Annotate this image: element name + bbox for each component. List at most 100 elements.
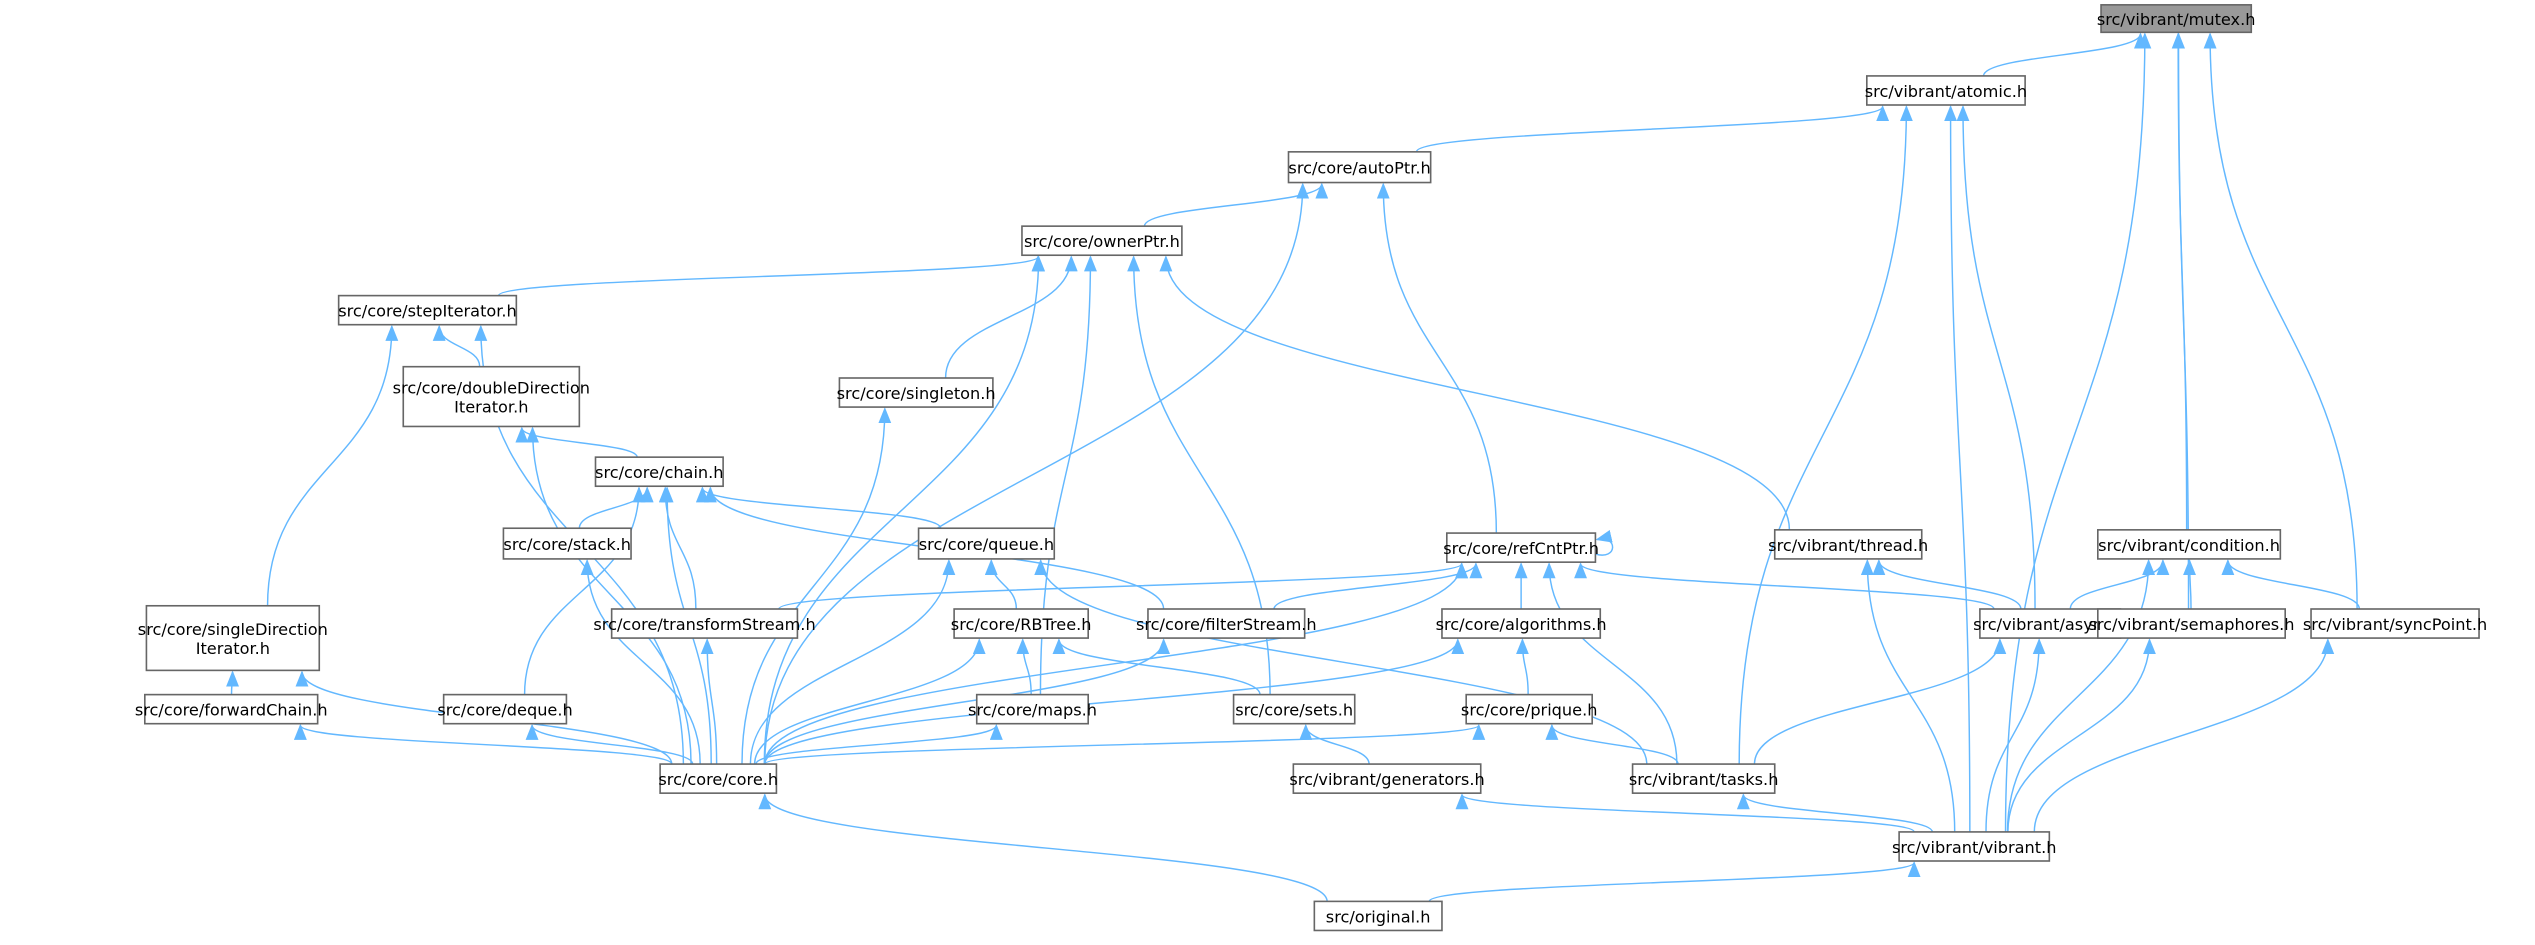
edge-syncPoint-to-mutex xyxy=(2203,32,2358,610)
node-label: src/core/transformStream.h xyxy=(593,615,815,634)
edge-syncPoint-to-condition xyxy=(2221,558,2361,610)
edge-original-to-vibrant xyxy=(1428,861,1921,903)
node-box xyxy=(917,527,1056,560)
node-box xyxy=(1232,693,1356,725)
node-label: src/core/singleDirection xyxy=(138,620,328,639)
node-singleton[interactable]: src/core/singleton.h xyxy=(837,377,996,408)
edge-vibrant-to-mutex xyxy=(2004,32,2152,832)
node-box xyxy=(337,294,518,326)
node-autoPtr[interactable]: src/core/autoPtr.h xyxy=(1287,151,1432,184)
edge-core-to-forwardChain xyxy=(294,723,673,765)
node-box xyxy=(1313,900,1443,932)
node-condition[interactable]: src/vibrant/condition.h xyxy=(2097,529,2282,560)
edge-deque-to-chain xyxy=(523,486,646,695)
node-thread[interactable]: src/vibrant/thread.h xyxy=(1768,529,1928,560)
node-deque[interactable]: src/core/deque.h xyxy=(437,693,573,725)
node-label: src/vibrant/semaphores.h xyxy=(2088,615,2294,634)
edge-sets-to-RBTree xyxy=(1052,638,1261,695)
node-box xyxy=(1441,608,1602,639)
node-semaphores[interactable]: src/vibrant/semaphores.h xyxy=(2088,608,2295,639)
edge-core-to-algorithms xyxy=(764,638,1465,765)
node-forwardChain[interactable]: src/core/forwardChain.h xyxy=(135,693,328,725)
edge-doubleDirection-to-stepIterator xyxy=(432,324,481,367)
edge-core-to-deque xyxy=(525,723,694,765)
nodes-layer: src/vibrant/mutex.h src/vibrant/atomic.h s… xyxy=(135,4,2487,932)
edge-vibrant-to-atomic xyxy=(1944,105,1971,832)
node-label: src/core/chain.h xyxy=(595,463,723,482)
node-generators[interactable]: src/vibrant/generators.h xyxy=(1289,763,1485,794)
edge-core-to-singleton xyxy=(741,407,892,765)
node-box xyxy=(2310,608,2480,639)
node-label: src/vibrant/condition.h xyxy=(2098,536,2280,555)
edge-thread-to-ownerPtr xyxy=(1159,255,1791,530)
node-box xyxy=(1446,532,1597,563)
node-transformStream[interactable]: src/core/transformStream.h xyxy=(593,608,816,639)
edge-core-to-autoPtr xyxy=(764,182,1310,765)
node-stack[interactable]: src/core/stack.h xyxy=(502,527,632,560)
node-queue[interactable]: src/core/queue.h xyxy=(917,527,1056,560)
node-label: src/core/stepIterator.h xyxy=(338,302,517,321)
edge-stepIterator-to-ownerPtr xyxy=(497,255,1045,297)
node-label: src/vibrant/tasks.h xyxy=(1629,770,1779,789)
node-original[interactable]: src/original.h xyxy=(1313,900,1443,932)
edge-core-to-maps xyxy=(755,723,1003,765)
edge-vibrant-to-tasks xyxy=(1737,793,1934,833)
edge-core-to-refCntPtr xyxy=(764,562,1469,765)
edge-filterStream-to-refCntPtr xyxy=(1273,562,1483,610)
edge-singleton-to-ownerPtr xyxy=(944,255,1078,379)
node-label: src/core/ownerPtr.h xyxy=(1024,232,1180,251)
edge-core-to-RBTree xyxy=(753,638,986,765)
node-box xyxy=(610,608,799,639)
edge-forwardChain-to-singleDirection xyxy=(226,670,240,695)
node-prique[interactable]: src/core/prique.h xyxy=(1461,693,1598,725)
node-label: src/vibrant/thread.h xyxy=(1768,536,1928,555)
edge-async-to-refCntPtr xyxy=(1574,562,1995,610)
node-label: src/core/core.h xyxy=(658,770,778,789)
node-box xyxy=(659,763,778,794)
edge-tasks-to-refCntPtr xyxy=(1542,562,1678,765)
node-algorithms[interactable]: src/core/algorithms.h xyxy=(1436,608,1607,639)
edge-maps-to-RBTree xyxy=(1016,638,1032,695)
node-box xyxy=(143,693,319,725)
node-box xyxy=(2097,529,2282,560)
node-box xyxy=(1147,608,1306,639)
node-syncPoint[interactable]: src/vibrant/syncPoint.h xyxy=(2303,608,2487,639)
node-core[interactable]: src/core/core.h xyxy=(658,763,778,794)
node-label: src/original.h xyxy=(1326,907,1431,926)
node-refCntPtr[interactable]: src/core/refCntPtr.h xyxy=(1443,532,1599,563)
node-box xyxy=(402,365,581,428)
node-box xyxy=(2097,608,2286,639)
edge-singleDirection-to-stepIterator xyxy=(266,324,399,606)
node-ownerPtr[interactable]: src/core/ownerPtr.h xyxy=(1021,225,1183,257)
node-label: src/core/algorithms.h xyxy=(1436,615,1607,634)
edge-vibrant-to-thread xyxy=(1860,558,1956,832)
node-box xyxy=(838,377,994,408)
node-sets[interactable]: src/core/sets.h xyxy=(1232,693,1356,725)
edge-async-to-atomic xyxy=(1956,105,2036,610)
node-maps[interactable]: src/core/maps.h xyxy=(968,693,1097,725)
node-atomic[interactable]: src/vibrant/atomic.h xyxy=(1865,75,2027,106)
edge-core-to-transformStream xyxy=(700,638,718,765)
node-mutex[interactable]: src/vibrant/mutex.h xyxy=(2097,4,2256,34)
node-label: src/vibrant/async.h xyxy=(1973,615,2127,634)
node-box xyxy=(1021,225,1183,257)
node-label: src/core/doubleDirection xyxy=(393,378,590,397)
edge-semaphores-to-mutex xyxy=(2172,32,2190,610)
node-RBTree[interactable]: src/core/RBTree.h xyxy=(951,608,1092,639)
node-tasks[interactable]: src/vibrant/tasks.h xyxy=(1629,763,1779,794)
node-stepIterator[interactable]: src/core/stepIterator.h xyxy=(337,294,518,326)
edge-RBTree-to-queue xyxy=(984,558,1018,610)
node-label: src/core/queue.h xyxy=(919,535,1054,554)
edge-ownerPtr-to-autoPtr xyxy=(1143,182,1329,227)
node-chain[interactable]: src/core/chain.h xyxy=(594,456,724,488)
edge-core-to-queue xyxy=(749,558,956,765)
node-box xyxy=(1287,151,1432,184)
edge-async-to-thread xyxy=(1872,558,2022,610)
node-vibrant[interactable]: src/vibrant/vibrant.h xyxy=(1892,831,2057,862)
edge-tasks-to-atomic xyxy=(1738,105,1913,765)
node-filterStream[interactable]: src/core/filterStream.h xyxy=(1136,608,1317,639)
edge-atomic-to-mutex xyxy=(1982,32,2147,77)
